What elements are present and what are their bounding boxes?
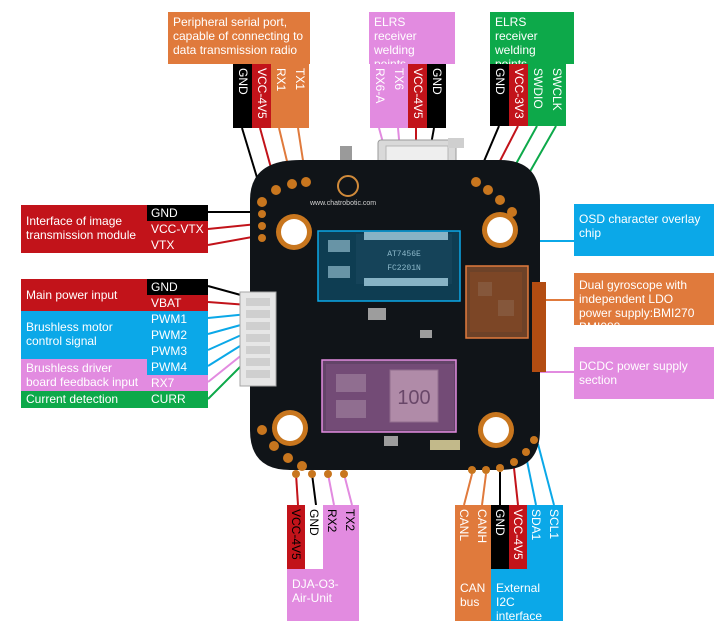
chip-label-bottom: FC2201N — [387, 264, 421, 273]
i2c-description: External I2C interface — [491, 569, 563, 623]
pin-dja-gnd: GND — [305, 505, 323, 569]
power-description: Main power input — [21, 279, 147, 311]
pin-curr: CURR — [147, 391, 208, 408]
pin-peripheral-rx1: RX1 — [271, 64, 290, 128]
current-description: Current detection input — [21, 391, 147, 420]
wire-dja-tx2 — [343, 473, 353, 506]
pin-dja-vcc: VCC-4V5 — [287, 505, 305, 569]
pin-peripheral-tx1: TX1 — [290, 64, 309, 128]
pin-dja-rx2: RX2 — [323, 505, 341, 569]
pin-elrs-tx6: TX6 — [389, 64, 408, 128]
dcdc-highlight — [321, 359, 457, 433]
pin-pwm1: PWM1 — [147, 311, 208, 327]
pin-i2c-vcc: VCC-4V5 — [509, 505, 527, 569]
wire-canl — [463, 473, 473, 506]
pin-peripheral-vcc: VCC-4V5 — [252, 64, 271, 128]
wire-canh — [481, 473, 487, 506]
pin-canl: CANL — [455, 505, 473, 569]
feedback-description: Brushless driver board feedback input — [21, 359, 147, 391]
elrs-right-description: ELRS receiver welding points — [490, 12, 574, 71]
pin-pwm2: PWM2 — [147, 327, 208, 343]
pin-power-vbat: VBAT — [147, 295, 208, 311]
pin-dja-tx2: TX2 — [341, 505, 359, 569]
gyro-description: Dual gyroscope with independent LDO powe… — [574, 273, 714, 334]
pin-elrs-vcc: VCC-4V5 — [408, 64, 427, 128]
wire-vtx-sig — [207, 235, 259, 246]
dja-description: DJA-O3-Air-Unit — [287, 569, 359, 621]
can-description: CAN bus — [455, 569, 491, 621]
pin-peripheral-gnd: GND — [233, 64, 252, 128]
mounting-holes — [272, 212, 518, 448]
pin-i2c-scl: SCL1 — [545, 505, 563, 569]
pin-vtx-gnd: GND — [147, 205, 208, 221]
motor-description: Brushless motor control signal — [21, 311, 147, 359]
chip-label-top: AT7456E — [387, 250, 421, 259]
pin-elrs2-vcc: VCC-3V3 — [509, 64, 528, 126]
pin-pwm4: PWM4 — [147, 359, 208, 375]
wire-i2c-vcc — [513, 467, 519, 506]
pin-elrs2-swdio: SWDIO — [528, 64, 547, 126]
osd-description: OSD character overlay chip — [574, 204, 714, 256]
wire-vtx-vcc — [207, 223, 259, 230]
board-url: www.chatrobotic.com — [309, 200, 376, 207]
wire-dja-vcc — [295, 473, 299, 506]
wire-dja-rx2 — [327, 473, 335, 506]
pin-i2c-gnd: GND — [491, 505, 509, 569]
dcdc-description: DCDC power supply section — [574, 347, 714, 399]
wire-i2c-sda — [525, 455, 537, 506]
elrs-left-description: ELRS receiver welding points — [369, 12, 455, 71]
pin-power-gnd: GND — [147, 279, 208, 295]
pin-elrs2-swclk: SWCLK — [547, 64, 566, 126]
inductor-label: 100 — [397, 387, 430, 409]
wire-i2c-scl — [537, 443, 555, 506]
vtx-description: Interface of image transmission module — [21, 205, 147, 253]
pin-vtx-vcc: VCC-VTX — [147, 221, 208, 237]
pin-canh: CANH — [473, 505, 491, 569]
pin-rx7: RX7 — [147, 375, 208, 391]
gyro-highlight — [465, 265, 529, 339]
pin-vtx-sig: VTX — [147, 237, 208, 253]
osd-highlight — [317, 230, 461, 302]
pin-elrs-gnd: GND — [427, 64, 446, 128]
pin-elrs2-gnd: GND — [490, 64, 509, 126]
wire-dja-gnd — [311, 473, 317, 506]
pin-pwm3: PWM3 — [147, 343, 208, 359]
peripheral-serial-description: Peripheral serial port, capable of conne… — [168, 12, 310, 64]
pin-elrs-rx6a: RX6-A — [370, 64, 389, 128]
pin-i2c-sda: SDA1 — [527, 505, 545, 569]
